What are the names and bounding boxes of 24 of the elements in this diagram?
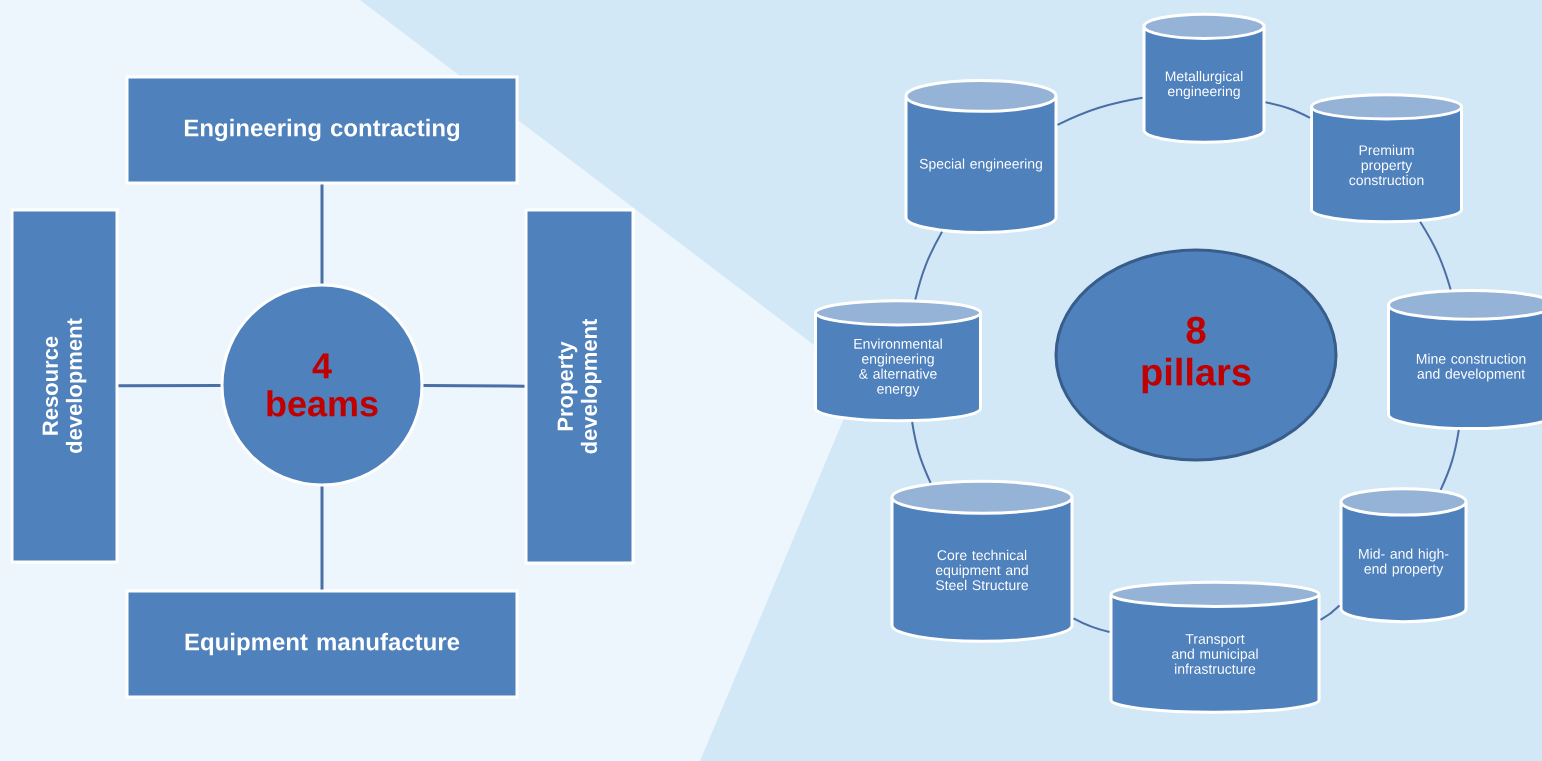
- connector-line: [423, 384, 525, 388]
- pillar-cylinder: Premium property construction: [1310, 93, 1463, 224]
- connector-line: [1264, 101, 1311, 119]
- connector-line: [911, 421, 932, 484]
- connector-line: [320, 486, 324, 590]
- category-box: Engineering contracting: [125, 75, 519, 185]
- pillar-cylinder: Mine construction and development: [1387, 289, 1542, 431]
- connector-line: [914, 230, 944, 301]
- connector-line: [1439, 428, 1460, 491]
- pillar-cylinder: Core technical equipment and Steel Structure: [890, 479, 1074, 643]
- connector-line: [1319, 604, 1341, 621]
- connector-line: [320, 184, 324, 284]
- connector-line: [1419, 220, 1452, 291]
- category-box: Property development: [524, 208, 635, 565]
- connector-line: [1072, 617, 1111, 633]
- connector-line: [118, 383, 221, 388]
- pillar-cylinder: Transport and municipal infrastructure: [1109, 580, 1321, 714]
- connector-line: [1056, 96, 1144, 126]
- category-box: Resource development: [10, 208, 119, 564]
- pillar-cylinder: Mid- and high-end property: [1339, 487, 1468, 624]
- pillar-cylinder: Metallurgical engineering: [1142, 12, 1266, 144]
- pillar-cylinder: Special engineering: [904, 79, 1058, 235]
- pillar-cylinder: Environmental engineering & alternative energy: [814, 299, 982, 423]
- category-box: Equipment manufacture: [125, 589, 519, 699]
